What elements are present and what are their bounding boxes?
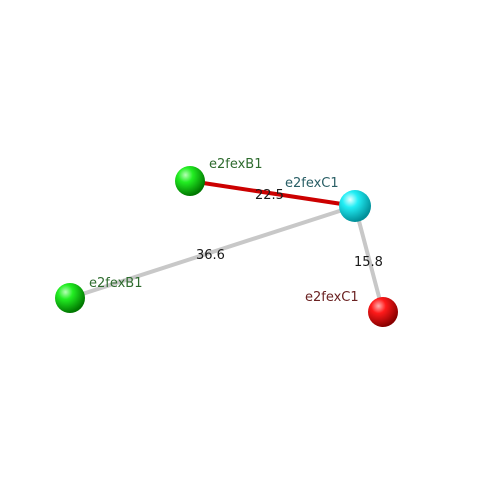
edge-line [353,204,385,314]
node-label: e2fexC1 [305,290,359,305]
edges-layer [68,179,385,314]
edge-labels-layer: 22.5 36.6 15.8 [196,188,383,270]
node-label: e2fexC1 [285,176,339,191]
node-label: e2fexB1 [209,157,263,172]
node-sphere[interactable] [55,283,85,313]
edge-label: 22.5 [255,188,284,203]
node-sphere[interactable] [175,166,205,196]
edge-label: 15.8 [354,255,383,270]
node-labels-layer: e2fexB1 e2fexC1 e2fexB1 e2fexC1 [89,157,359,305]
node-sphere[interactable] [339,190,371,222]
nodes-layer [55,166,398,327]
node-label: e2fexB1 [89,276,143,291]
edge-line [188,179,357,208]
node-sphere[interactable] [368,297,398,327]
edge-label: 36.6 [196,248,225,263]
edge-line [68,204,357,300]
